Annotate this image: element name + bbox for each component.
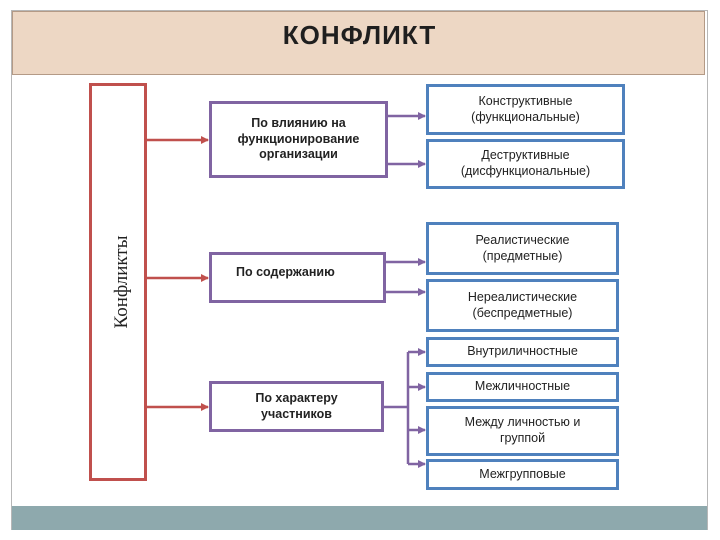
title-bar: КОНФЛИКТ [12,11,705,75]
item-label-intrapersonal: Внутриличностные [467,344,578,359]
item-label-interpersonal: Межличностные [474,379,571,394]
item-box-intrapersonal: Внутриличностные [426,337,619,367]
root-label-wrap: Конфликты [92,230,152,334]
item-box-destructive: Деструктивные (дисфункциональные) [426,139,625,189]
page-title: КОНФЛИКТ [282,20,437,50]
category-label-participants: По характеру участников [255,390,338,421]
category-box-influence: По влиянию на функционирование организац… [209,101,388,178]
item-box-person-group: Между личностью и группой [426,406,619,456]
item-box-unrealistic: Нереалистические (беспредметные) [426,279,619,332]
item-box-interpersonal: Межличностные [426,372,619,402]
root-box [89,83,147,481]
item-label-constructive: Конструктивные (функциональные) [471,93,580,124]
item-box-constructive: Конструктивные (функциональные) [426,84,625,135]
category-label-influence: По влиянию на функционирование организац… [237,116,360,162]
item-label-unrealistic: Нереалистические (беспредметные) [467,289,578,320]
item-box-intergroup: Межгрупповые [426,459,619,490]
root-label: Конфликты [111,235,132,329]
item-label-person-group: Между личностью и группой [464,415,581,445]
category-box-participants: По характеру участников [209,381,384,432]
item-label-intergroup: Межгрупповые [479,466,566,481]
item-label-destructive: Деструктивные (дисфункциональные) [460,148,591,178]
bottom-bar [12,506,707,530]
category-label-content: По содержанию [236,265,335,279]
category-box-content: По содержанию [209,252,386,303]
item-box-realistic: Реалистические (предметные) [426,222,619,275]
item-label-realistic: Реалистические (предметные) [475,232,570,263]
